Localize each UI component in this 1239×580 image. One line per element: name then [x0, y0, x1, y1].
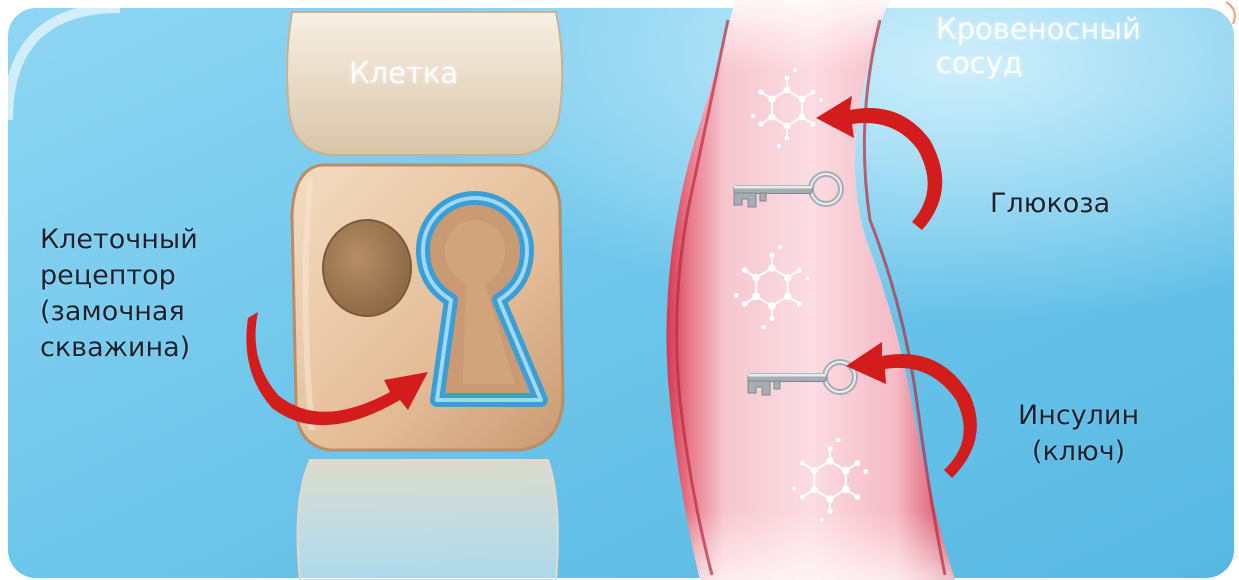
receptor-label-line2: рецептор	[40, 258, 198, 294]
cell-illustration	[287, 12, 563, 580]
receptor-label-line1: Клеточный	[40, 222, 198, 258]
receptor-label: Клеточный рецептор (замочная скважина)	[40, 222, 198, 366]
blood-vessel-label-line2: сосуд	[936, 46, 1141, 80]
insulin-label-line1: Инсулин	[1018, 398, 1139, 434]
insulin-label-line2: (ключ)	[1018, 434, 1139, 470]
receptor-label-line4: скважина)	[40, 330, 198, 366]
glucose-label: Глюкоза	[990, 186, 1110, 222]
cell-label: Клетка	[349, 56, 458, 90]
blood-vessel-label-line1: Кровеносный	[936, 12, 1141, 46]
receptor-label-line3: (замочная	[40, 294, 198, 330]
blood-vessel-label: Кровеносный сосуд	[936, 12, 1141, 80]
round-receptor-hole	[323, 220, 411, 316]
insulin-label: Инсулин (ключ)	[1018, 398, 1139, 470]
